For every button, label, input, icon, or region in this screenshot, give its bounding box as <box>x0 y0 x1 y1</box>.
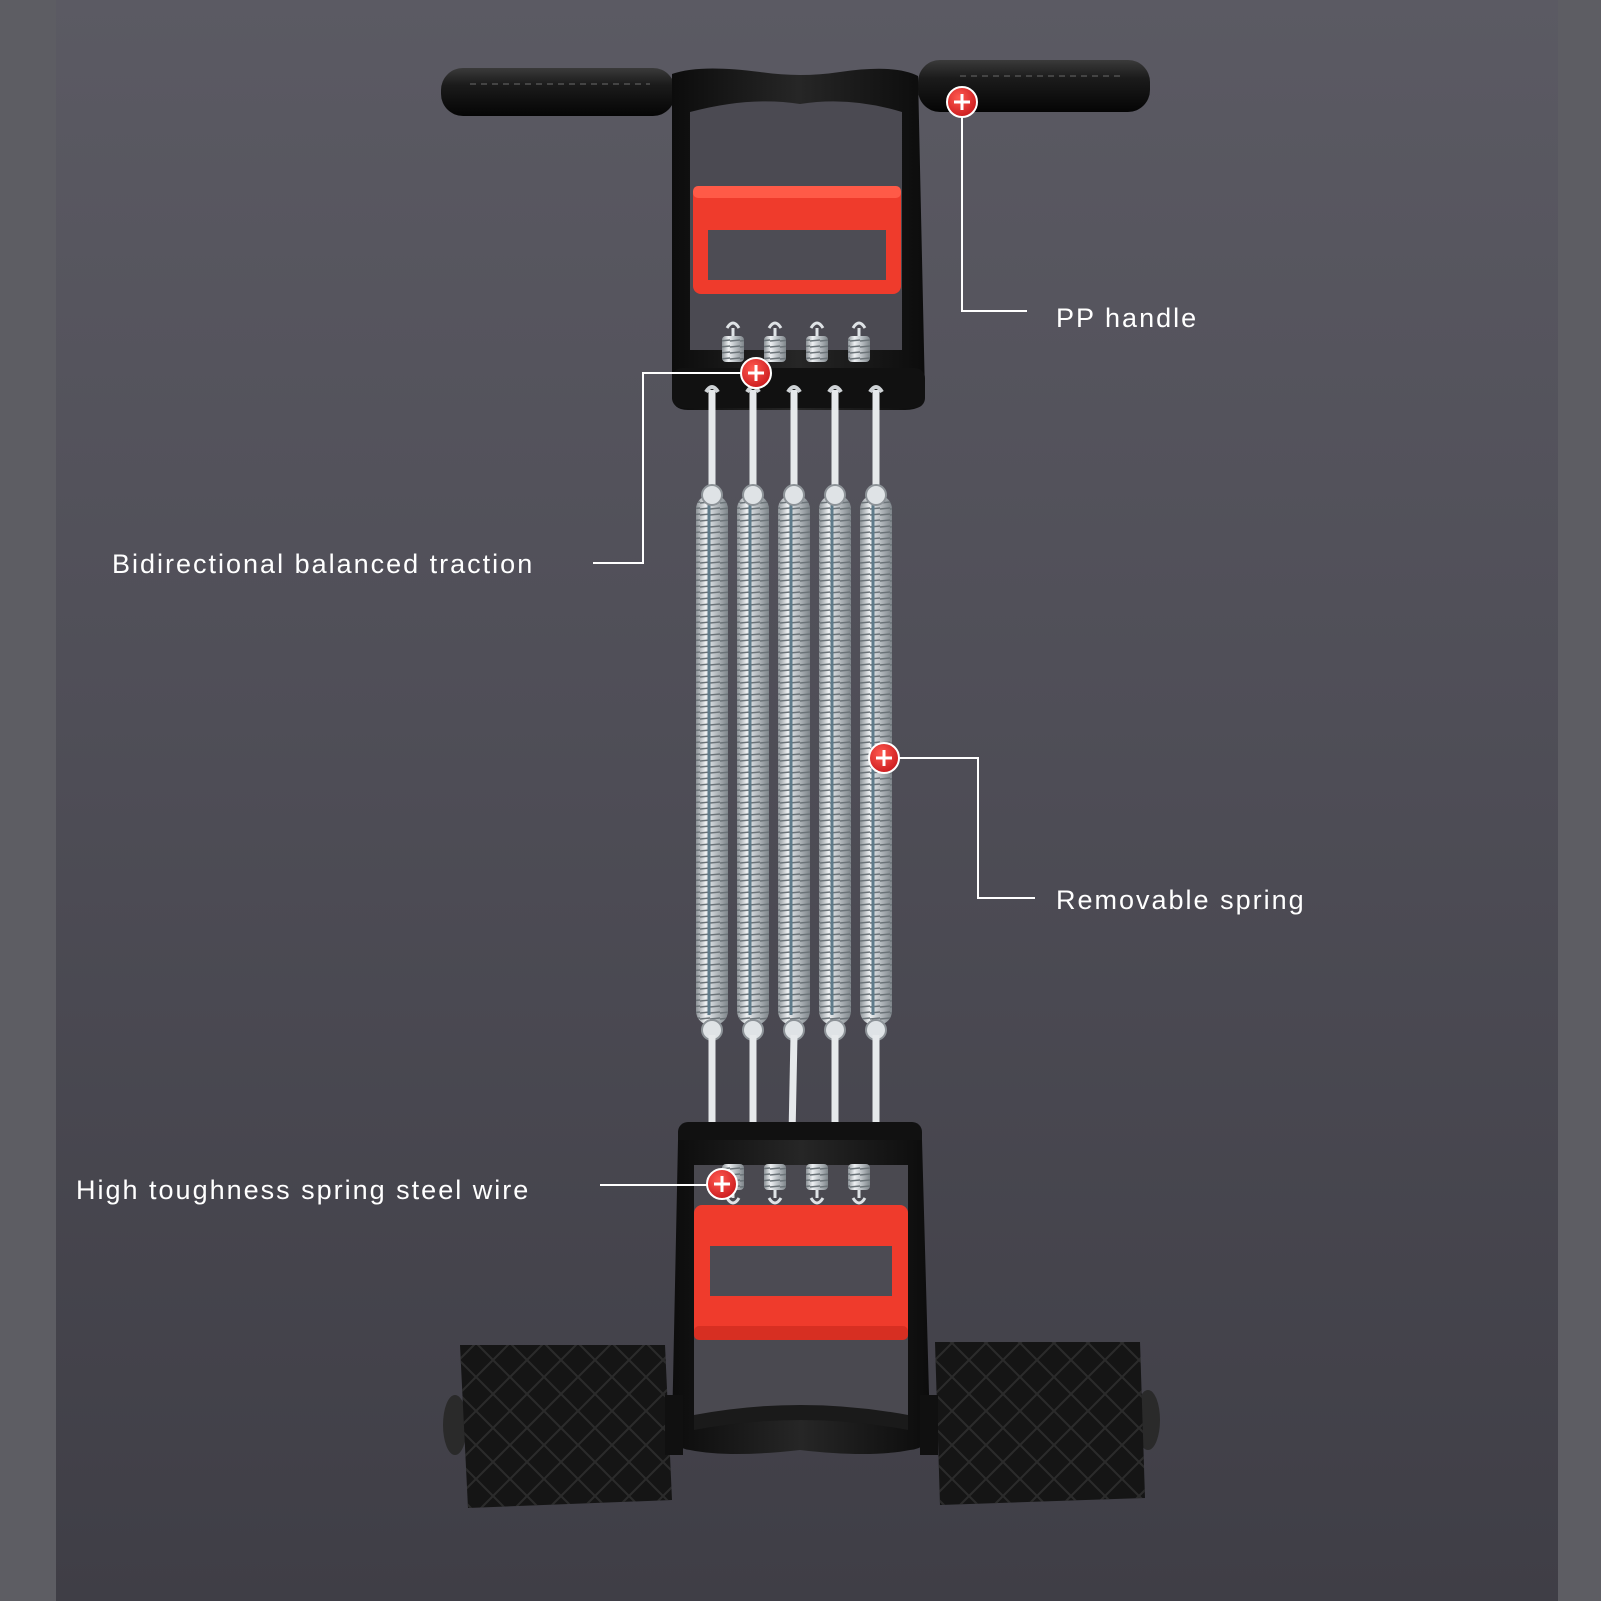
leader-line-pp-handle <box>961 104 1027 312</box>
main-springs <box>696 385 892 1139</box>
small-spring-1 <box>722 321 744 362</box>
plus-marker-steel-wire-icon[interactable] <box>706 1168 738 1200</box>
leader-line-removable-spring <box>885 757 1035 899</box>
callout-removable-spring: Removable spring <box>1056 885 1306 915</box>
top-handle-frame <box>672 68 925 410</box>
left-foot-pedal <box>443 1345 683 1508</box>
right-foot-pedal <box>920 1342 1160 1505</box>
small-spring-2 <box>764 321 786 362</box>
leader-lines <box>593 104 1035 1186</box>
small-spring-4 <box>848 321 870 362</box>
small-spring-2 <box>764 1164 786 1205</box>
left-border-band <box>0 0 56 1601</box>
spring-3 <box>778 385 810 1139</box>
small-spring-4 <box>848 1164 870 1205</box>
callout-bidirectional-traction: Bidirectional balanced traction <box>112 549 535 579</box>
callout-pp-handle: PP handle <box>1056 303 1199 333</box>
plus-marker-bidirectional-icon[interactable] <box>740 357 772 389</box>
bottom-handle-frame <box>672 1122 930 1454</box>
spring-2 <box>737 385 769 1139</box>
leader-line-bidirectional <box>593 372 756 564</box>
callout-steel-wire: High toughness spring steel wire <box>76 1175 531 1205</box>
spring-1 <box>696 385 728 1139</box>
plus-marker-removable-spring-icon[interactable] <box>868 742 900 774</box>
small-spring-3 <box>806 1164 828 1205</box>
top-small-springs <box>722 321 870 362</box>
spring-4 <box>819 385 851 1139</box>
small-spring-3 <box>806 321 828 362</box>
plus-marker-pp-handle-icon[interactable] <box>946 86 978 118</box>
